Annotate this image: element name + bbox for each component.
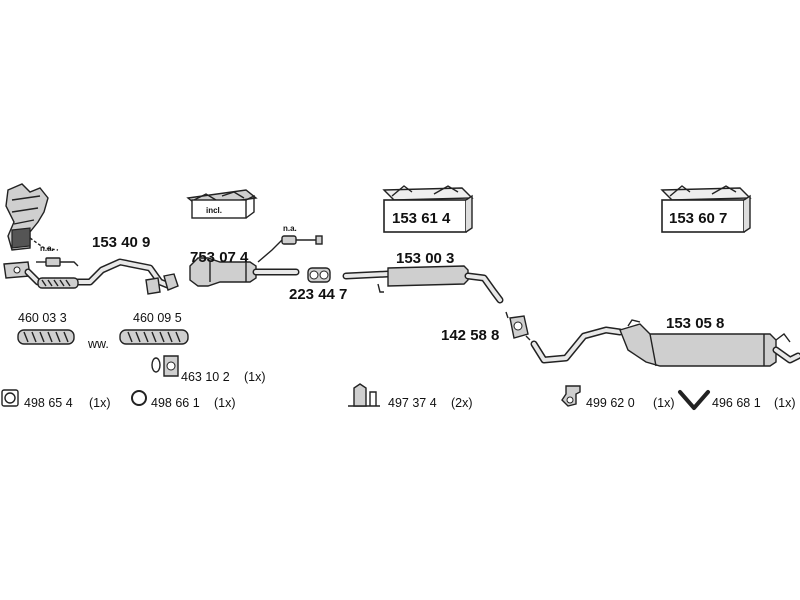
middle-pipe-label: 153 00 3 <box>396 250 454 267</box>
clamp-label: 223 44 7 <box>289 286 347 303</box>
lambda-sensor[interactable] <box>257 235 323 263</box>
rear-silencer-label: 153 05 8 <box>666 315 724 332</box>
middle-box-label: 153 61 4 <box>392 210 451 227</box>
pipe-clamp[interactable] <box>307 267 331 283</box>
mount-4996-qty: (1x) <box>653 396 675 410</box>
alternative-ww-label: ww. <box>87 337 109 351</box>
manifold-sensor[interactable] <box>36 257 79 267</box>
catalyst-label: 753 07 4 <box>190 249 249 266</box>
flex-pipe-a[interactable] <box>17 329 75 345</box>
gasket-463-qty: (1x) <box>244 370 266 384</box>
gasket-463[interactable] <box>151 355 179 377</box>
catalytic-converter[interactable] <box>189 257 300 287</box>
ring-4988-label: 498 66 1 <box>151 396 200 410</box>
front-pipe-label: 153 40 9 <box>92 234 150 251</box>
gasket-463-label: 463 10 2 <box>181 370 230 384</box>
flex-pipe-b[interactable] <box>119 329 189 345</box>
manifold-na-label: n.a. <box>40 244 54 253</box>
flex-b-label: 460 09 5 <box>133 311 182 325</box>
kit-incl-label: incl. <box>206 206 222 215</box>
hanger-497-37-4[interactable] <box>348 383 380 407</box>
exhaust-manifold[interactable] <box>5 183 59 251</box>
mount-4996-label: 499 62 0 <box>586 396 635 410</box>
mount-496-68-1[interactable] <box>678 390 710 410</box>
middle-silencer-box[interactable] <box>382 185 474 233</box>
ring-498-66-1[interactable] <box>131 390 147 406</box>
ring-498-65-4[interactable] <box>1 389 19 407</box>
mount-4966-label: 496 68 1 <box>712 396 761 410</box>
middle-pipe-silencer[interactable] <box>342 265 504 304</box>
pipe-connector[interactable] <box>505 311 531 341</box>
hanger-4973-label: 497 37 4 <box>388 396 437 410</box>
rear-box-label: 153 60 7 <box>669 210 727 227</box>
front-pipe[interactable] <box>3 258 179 295</box>
ring-4988-qty: (1x) <box>214 396 236 410</box>
ring-4986-label: 498 65 4 <box>24 396 73 410</box>
rear-silencer-box[interactable] <box>660 185 752 233</box>
ring-4986-qty: (1x) <box>89 396 111 410</box>
connector-label: 142 58 8 <box>441 327 499 344</box>
hardware-kit-box[interactable] <box>186 189 258 219</box>
hanger-4973-qty: (2x) <box>451 396 473 410</box>
mount-499-62-0[interactable] <box>561 385 581 407</box>
flex-a-label: 460 03 3 <box>18 311 67 325</box>
mount-4966-qty: (1x) <box>774 396 796 410</box>
rear-silencer[interactable] <box>530 319 800 367</box>
sensor-na-label: n.a. <box>283 224 297 233</box>
